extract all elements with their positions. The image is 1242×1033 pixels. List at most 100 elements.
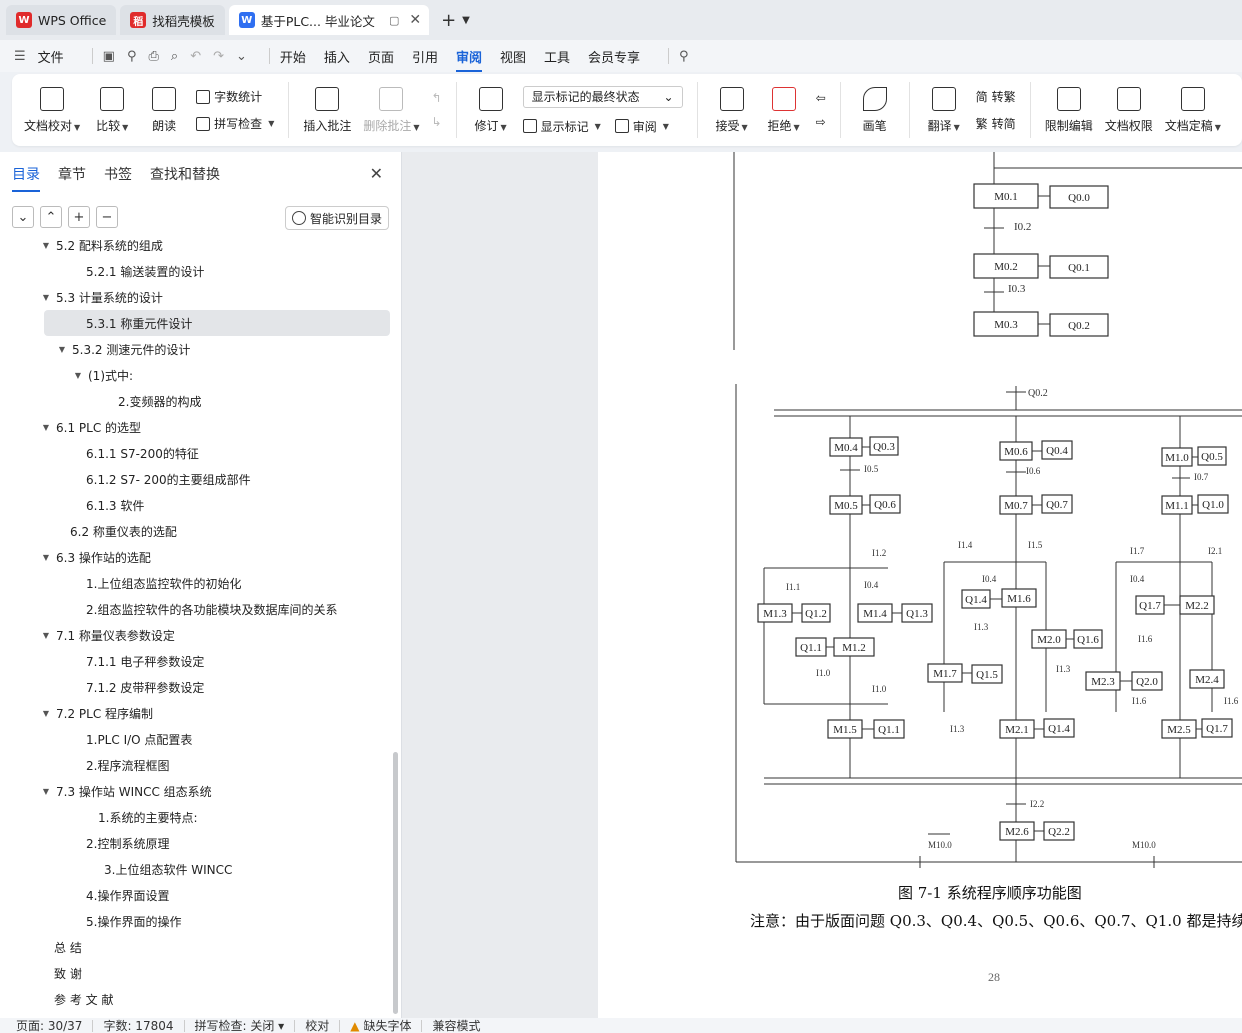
collapse-triangle-icon[interactable]: ▼ bbox=[42, 552, 50, 562]
tab-chapter[interactable]: 章节 bbox=[58, 167, 86, 183]
toc-item[interactable]: ▼5.3.2 测速元件的设计 bbox=[0, 336, 392, 362]
toc-item[interactable]: 2.组态监控软件的各功能模块及数据库间的关系 bbox=[0, 596, 392, 622]
toc-item[interactable]: 6.2 称重仪表的选配 bbox=[0, 518, 392, 544]
menu-reference[interactable]: 引用 bbox=[411, 50, 438, 66]
toc-item[interactable]: ▼7.3 操作站 WINCC 组态系统 bbox=[0, 778, 392, 804]
toc-item[interactable]: ▼6.3 操作站的选配 bbox=[0, 544, 392, 570]
page-indicator[interactable]: 页面: 30/37 bbox=[16, 1019, 83, 1033]
toc-item[interactable]: 4.操作界面设置 bbox=[0, 882, 392, 908]
collapse-triangle-icon[interactable]: ▼ bbox=[42, 630, 50, 640]
collapse-triangle-icon[interactable]: ▼ bbox=[42, 292, 50, 302]
collapse-triangle-icon[interactable]: ▼ bbox=[74, 370, 82, 380]
reject-button[interactable]: 拒绝▼ bbox=[764, 86, 804, 134]
tab-find-replace[interactable]: 查找和替换 bbox=[150, 167, 220, 183]
toc-item[interactable]: 6.1.1 S7-200的特征 bbox=[0, 440, 392, 466]
menu-tools[interactable]: 工具 bbox=[544, 50, 571, 66]
toc-item[interactable]: 总 结 bbox=[0, 934, 392, 960]
doc-permission-button[interactable]: 文档权限 bbox=[1105, 86, 1153, 134]
save-icon[interactable]: ▣ bbox=[102, 48, 115, 64]
menu-file[interactable]: 文件 bbox=[37, 50, 64, 66]
revise-button[interactable]: 修订▼ bbox=[471, 86, 511, 134]
toc-item[interactable]: ▼6.1 PLC 的选型 bbox=[0, 414, 392, 440]
word-count[interactable]: 字数: 17804 bbox=[103, 1019, 174, 1033]
toc-item[interactable]: ▼5.2 配料系统的组成 bbox=[0, 240, 392, 258]
word-count-button[interactable]: 字数统计 bbox=[196, 88, 274, 105]
toc-item[interactable]: ▼7.1 称量仪表参数设定 bbox=[0, 622, 392, 648]
toc-scrollbar[interactable] bbox=[393, 752, 398, 1014]
undo-icon[interactable]: ↶ bbox=[190, 48, 202, 64]
toc-item[interactable]: 1.上位组态监控软件的初始化 bbox=[0, 570, 392, 596]
toc-item[interactable]: ▼(1)式中: bbox=[0, 362, 392, 388]
compare-button[interactable]: 比较▼ bbox=[92, 86, 132, 134]
window-mode-icon[interactable]: ▢ bbox=[388, 13, 400, 27]
chevron-down-icon[interactable]: ▼ bbox=[462, 14, 470, 26]
to-simplified-button[interactable]: 繁转简 bbox=[975, 117, 1016, 131]
print-preview-icon[interactable]: ⌕ bbox=[170, 48, 179, 64]
toc-item[interactable]: 5.2.1 输送装置的设计 bbox=[0, 258, 392, 284]
toc-item[interactable]: 7.1.1 电子秤参数设定 bbox=[0, 648, 392, 674]
collapse-triangle-icon[interactable]: ▼ bbox=[42, 240, 50, 250]
toc-item[interactable]: 3.上位组态软件 WINCC bbox=[0, 856, 392, 882]
accept-button[interactable]: 接受▼ bbox=[712, 86, 752, 134]
tab-wps-office[interactable]: W WPS Office bbox=[6, 5, 117, 35]
new-tab-icon[interactable]: + bbox=[441, 9, 457, 31]
redo-icon[interactable]: ↷ bbox=[213, 48, 224, 64]
menu-start[interactable]: 开始 bbox=[279, 50, 306, 66]
collapse-up-icon[interactable]: ⌃ bbox=[40, 206, 62, 228]
toc-item[interactable]: 2.变频器的构成 bbox=[0, 388, 392, 414]
toc-item[interactable]: ▼7.2 PLC 程序编制 bbox=[0, 700, 392, 726]
menu-review[interactable]: 审阅 bbox=[455, 47, 482, 72]
proof-status[interactable]: 校对 bbox=[305, 1019, 330, 1033]
prev-comment-button[interactable]: ↰ bbox=[431, 91, 442, 105]
show-markup-button[interactable]: 显示标记▼ bbox=[522, 118, 601, 135]
toc-item[interactable]: 致 谢 bbox=[0, 960, 392, 986]
menu-page[interactable]: 页面 bbox=[367, 50, 394, 66]
toc-item[interactable]: 2.控制系统原理 bbox=[0, 830, 392, 856]
menu-insert[interactable]: 插入 bbox=[323, 50, 350, 66]
collapse-triangle-icon[interactable]: ▼ bbox=[42, 422, 50, 432]
expand-down-icon[interactable]: ⌄ bbox=[12, 206, 34, 228]
restrict-edit-button[interactable]: 限制编辑 bbox=[1045, 86, 1093, 134]
read-aloud-button[interactable]: 朗读 bbox=[144, 86, 184, 134]
review-pane-button[interactable]: 审阅▼ bbox=[614, 118, 669, 135]
finalize-button[interactable]: 文档定稿▼ bbox=[1165, 86, 1221, 134]
doc-check-button[interactable]: 文档校对▼ bbox=[24, 86, 80, 134]
toc-item[interactable]: 7.1.2 皮带秤参数设定 bbox=[0, 674, 392, 700]
missing-font-status[interactable]: ▲缺失字体 bbox=[350, 1019, 412, 1033]
toc-item[interactable]: ▼5.3 计量系统的设计 bbox=[0, 284, 392, 310]
toc-item[interactable]: 参 考 文 献 bbox=[0, 986, 392, 1012]
collapse-triangle-icon[interactable]: ▼ bbox=[42, 786, 50, 796]
toc-item[interactable]: 1.PLC I/O 点配置表 bbox=[0, 726, 392, 752]
toc-item[interactable]: 5.3.1 称重元件设计 bbox=[44, 310, 390, 336]
next-comment-button[interactable]: ↳ bbox=[431, 115, 442, 129]
chevron-down-icon[interactable]: ⌄ bbox=[236, 48, 247, 64]
toc-item[interactable]: 5.操作界面的操作 bbox=[0, 908, 392, 934]
add-heading-icon[interactable]: + bbox=[68, 206, 90, 228]
spell-check-button[interactable]: 拼写检查▼ bbox=[196, 115, 274, 132]
tab-toc[interactable]: 目录 bbox=[12, 164, 40, 192]
remove-heading-icon[interactable]: − bbox=[96, 206, 118, 228]
close-icon[interactable]: ✕ bbox=[369, 164, 383, 183]
toc-item[interactable]: 1.系统的主要特点: bbox=[0, 804, 392, 830]
menu-view[interactable]: 视图 bbox=[499, 50, 526, 66]
toc-item[interactable]: 2.程序流程框图 bbox=[0, 752, 392, 778]
insert-comment-button[interactable]: 插入批注 bbox=[303, 86, 351, 134]
tab-document[interactable]: W 基于PLC... 毕业论文 ▢ ✕ bbox=[228, 5, 430, 35]
to-traditional-button[interactable]: 简转繁 bbox=[975, 90, 1016, 104]
prev-change-button[interactable]: ⇦ bbox=[815, 91, 826, 105]
toc-item[interactable]: 6.1.2 S7- 200的主要组成部件 bbox=[0, 466, 392, 492]
collapse-triangle-icon[interactable]: ▼ bbox=[58, 344, 66, 354]
close-tab-icon[interactable]: ✕ bbox=[409, 12, 422, 28]
delete-comment-button[interactable]: 删除批注▼ bbox=[363, 86, 420, 134]
share-icon[interactable]: ⚲ bbox=[126, 48, 137, 64]
smart-toc-button[interactable]: 智能识别目录 bbox=[284, 206, 389, 230]
next-change-button[interactable]: ⇨ bbox=[815, 115, 826, 129]
spell-check-status[interactable]: 拼写检查: 关闭 ▾ bbox=[194, 1019, 285, 1033]
tab-bookmark[interactable]: 书签 bbox=[104, 167, 132, 183]
print-icon[interactable]: ⎙ bbox=[148, 48, 159, 64]
hamburger-icon[interactable]: ☰ bbox=[14, 48, 26, 64]
collapse-triangle-icon[interactable]: ▼ bbox=[42, 708, 50, 718]
menu-member[interactable]: 会员专享 bbox=[588, 50, 641, 66]
search-icon[interactable]: ⚲ bbox=[679, 48, 689, 64]
translate-button[interactable]: 翻译▼ bbox=[924, 86, 964, 134]
